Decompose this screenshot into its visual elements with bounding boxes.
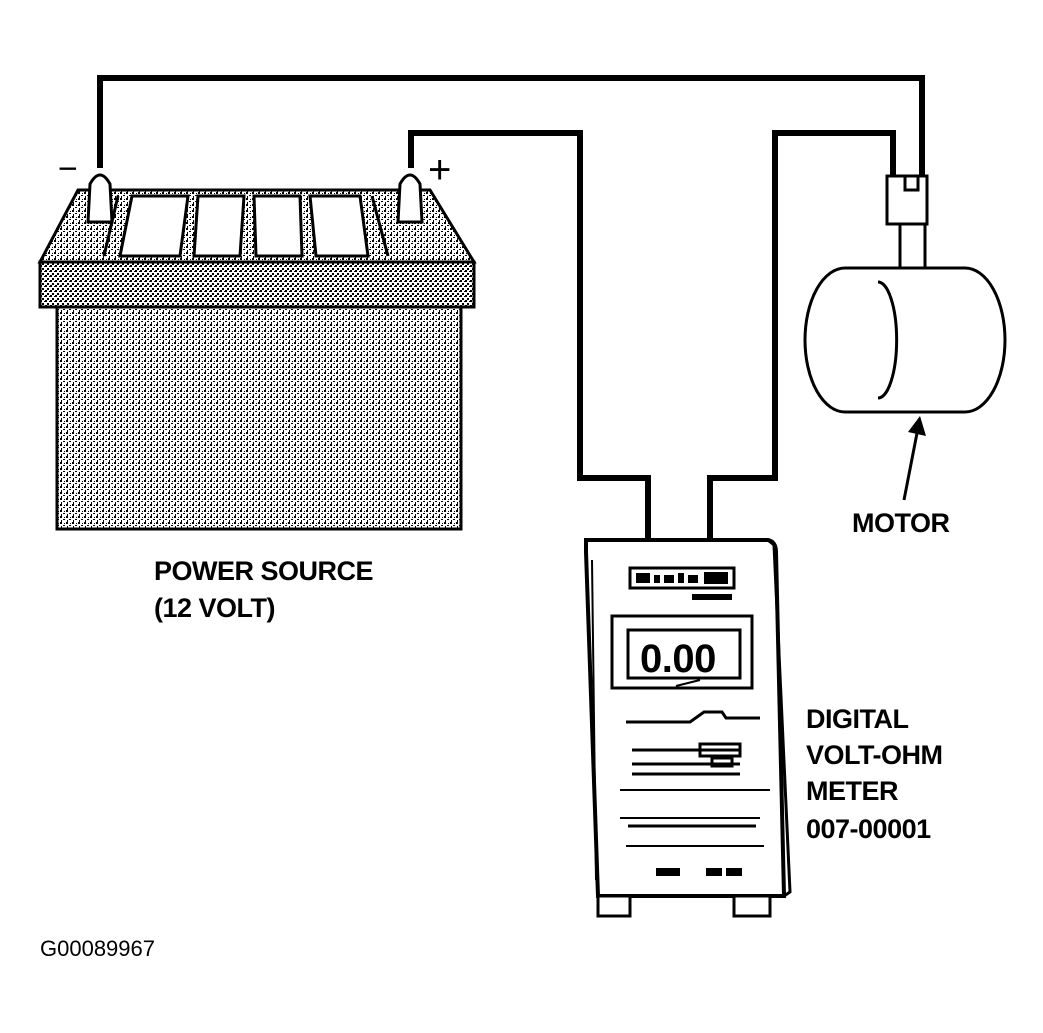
meter-setting-rows bbox=[632, 742, 742, 776]
power-source-label: POWER SOURCE bbox=[154, 556, 373, 586]
meter-range-scale bbox=[626, 710, 760, 724]
negative-terminal-sign: − bbox=[58, 150, 78, 188]
meter-foot-left bbox=[596, 894, 632, 918]
negative-post bbox=[86, 173, 114, 224]
battery-lid bbox=[38, 260, 476, 309]
meter-foot-right bbox=[732, 894, 772, 918]
figure-id: G00089967 bbox=[40, 936, 155, 961]
meter-label-line1: DIGITAL bbox=[806, 704, 908, 734]
meter-label-line3: METER bbox=[806, 776, 898, 806]
battery-cell-caps bbox=[102, 194, 390, 258]
battery: − + bbox=[37, 148, 477, 531]
power-source-voltage-label: (12 VOLT) bbox=[154, 593, 275, 623]
meter-display-reading: 0.00 bbox=[640, 637, 716, 681]
wire-positive-to-meter bbox=[408, 130, 651, 545]
meter-jack-markings bbox=[656, 868, 742, 876]
positive-post bbox=[396, 173, 424, 224]
meter-label-line2: VOLT-OHM bbox=[806, 740, 942, 770]
motor-body bbox=[803, 266, 1007, 414]
positive-terminal-sign: + bbox=[428, 148, 451, 192]
wire-negative-to-motor bbox=[97, 75, 925, 178]
meter-display bbox=[626, 628, 742, 680]
battery-case bbox=[55, 305, 463, 531]
meter-brand-marks bbox=[636, 572, 728, 584]
meter-label-line4: 007-00001 bbox=[806, 814, 931, 844]
motor-connector bbox=[885, 174, 929, 226]
motor-pointer-arrowhead bbox=[908, 416, 926, 436]
motor bbox=[803, 174, 1007, 501]
wire-motor-to-meter bbox=[707, 130, 896, 545]
motor-label: MOTOR bbox=[852, 508, 950, 538]
motor-pointer-line bbox=[902, 427, 920, 501]
digital-volt-ohm-meter: 0.00 bbox=[584, 538, 792, 918]
